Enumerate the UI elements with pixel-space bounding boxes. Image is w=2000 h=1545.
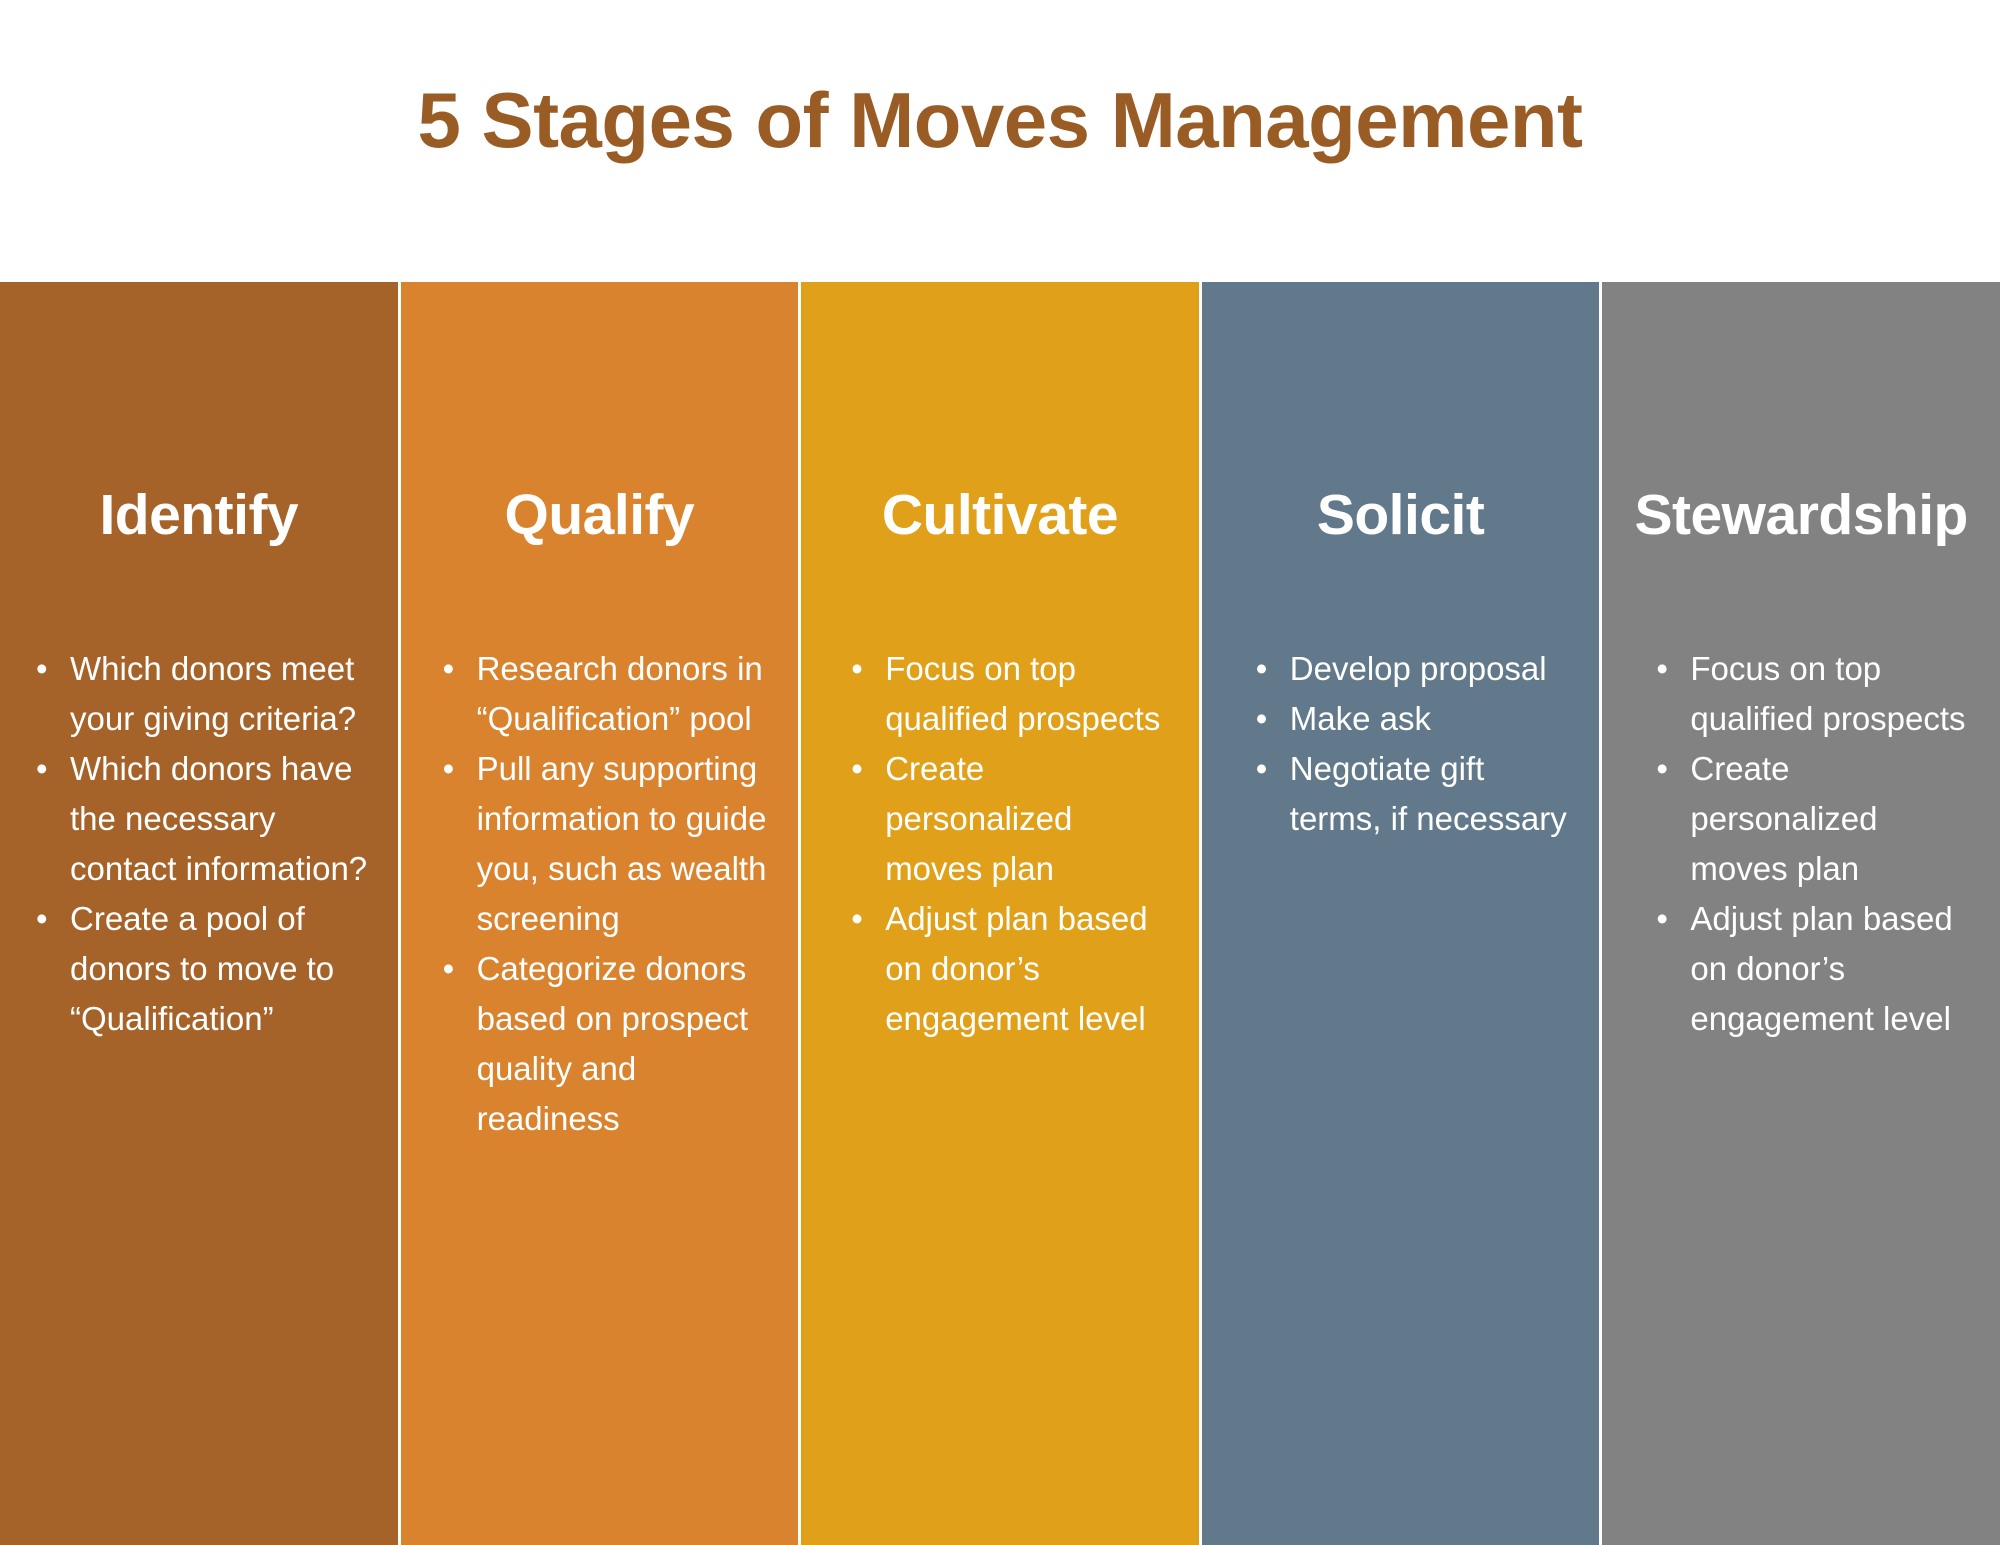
stage-list-qualify: Research donors in “Qualification” pool … <box>401 644 799 1144</box>
stage-list-identify: Which donors meet your giving criteria? … <box>0 644 398 1044</box>
stage-columns: Identify Which donors meet your giving c… <box>0 282 2000 1545</box>
list-item: Create personalized moves plan <box>845 744 1173 894</box>
stage-header-identify: Identify <box>99 483 299 547</box>
list-item: Focus on top qualified prospects <box>1650 644 1974 744</box>
stage-column-solicit: Solicit Develop proposal Make ask Negoti… <box>1201 282 1600 1545</box>
stage-header-solicit: Solicit <box>1316 483 1485 547</box>
stage-column-stewardship: Stewardship Focus on top qualified prosp… <box>1602 282 2000 1545</box>
list-item: Categorize donors based on prospect qual… <box>437 944 773 1144</box>
stage-header-qualify: Qualify <box>504 483 695 547</box>
list-item: Which donors have the necessary contact … <box>30 744 372 894</box>
list-item: Focus on top qualified prospects <box>845 644 1173 744</box>
list-item: Adjust plan based on donor’s engagement … <box>1650 894 1974 1044</box>
list-item: Create a pool of donors to move to “Qual… <box>30 894 372 1044</box>
list-item: Negotiate gift terms, if necessary <box>1250 744 1574 844</box>
stage-column-identify: Identify Which donors meet your giving c… <box>0 282 398 1545</box>
list-item: Make ask <box>1250 694 1574 744</box>
list-item: Research donors in “Qualification” pool <box>437 644 773 744</box>
list-item: Create personalized moves plan <box>1650 744 1974 894</box>
list-item: Pull any supporting information to guide… <box>437 744 773 944</box>
list-item: Which donors meet your giving criteria? <box>30 644 372 744</box>
stage-column-qualify: Qualify Research donors in “Qualificatio… <box>400 282 799 1545</box>
stage-header-stewardship: Stewardship <box>1634 483 1968 547</box>
stage-list-stewardship: Focus on top qualified prospects Create … <box>1602 644 2000 1044</box>
stage-list-solicit: Develop proposal Make ask Negotiate gift… <box>1202 644 1600 844</box>
title-bar: 5 Stages of Moves Management <box>0 0 2000 282</box>
stage-column-cultivate: Cultivate Focus on top qualified prospec… <box>801 282 1199 1545</box>
stage-list-cultivate: Focus on top qualified prospects Create … <box>801 644 1199 1044</box>
stage-header-cultivate: Cultivate <box>881 483 1119 547</box>
list-item: Adjust plan based on donor’s engagement … <box>845 894 1173 1044</box>
page-title: 5 Stages of Moves Management <box>417 76 1584 165</box>
list-item: Develop proposal <box>1250 644 1574 694</box>
